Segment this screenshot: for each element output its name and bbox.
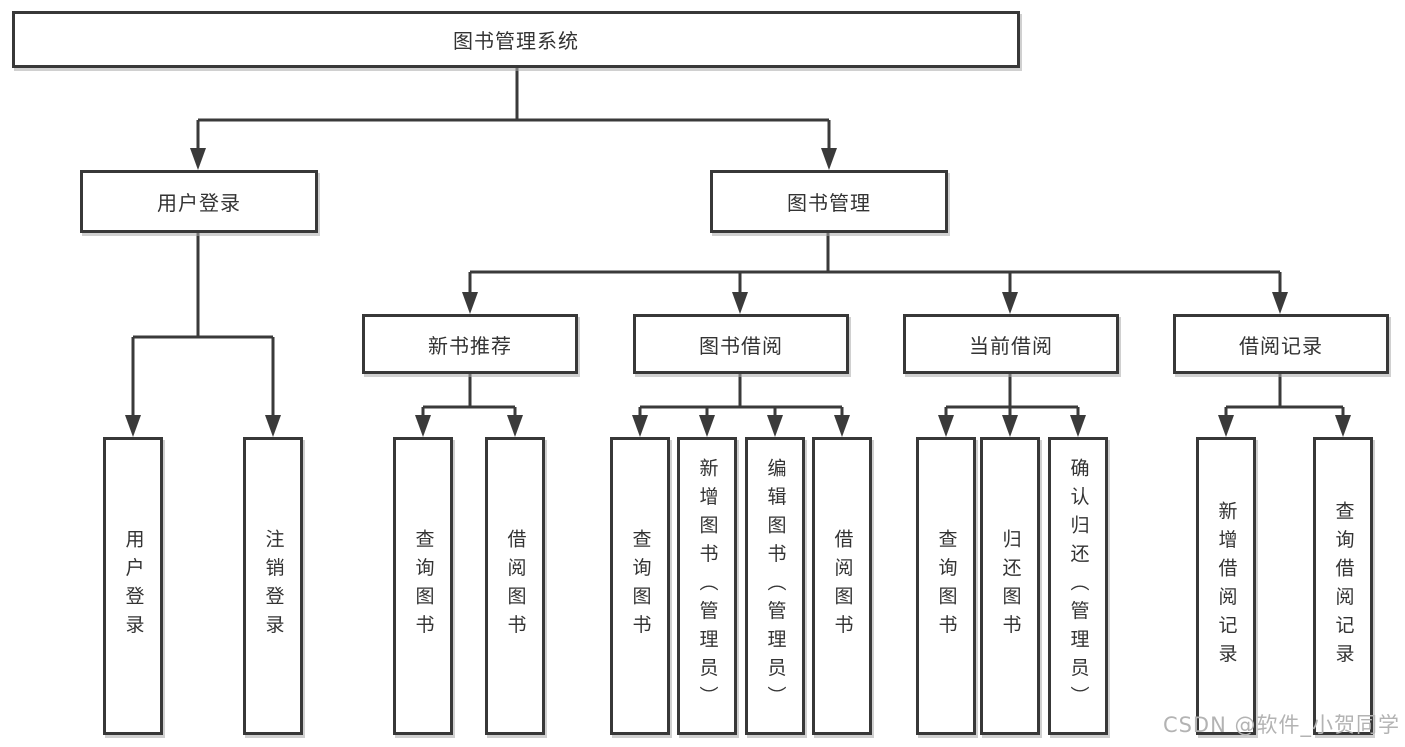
leaf-query-books-borrow: 查询图书 <box>610 437 670 735</box>
node-root: 图书管理系统 <box>12 11 1020 68</box>
leaf-user-login: 用户登录 <box>103 437 163 735</box>
leaf-query-books-recommend: 查询图书 <box>393 437 453 735</box>
node-user-login: 用户登录 <box>80 170 318 233</box>
leaf-add-borrow-record: 新增借阅记录 <box>1196 437 1256 735</box>
leaf-borrow-books-recommend: 借阅图书 <box>485 437 545 735</box>
leaf-query-books-current: 查询图书 <box>916 437 976 735</box>
leaf-return-book: 归还图书 <box>980 437 1040 735</box>
node-current-borrow: 当前借阅 <box>903 314 1119 374</box>
leaf-logout: 注销登录 <box>243 437 303 735</box>
leaf-edit-book-admin: 编辑图书（管理员） <box>745 437 805 735</box>
watermark: CSDN @软件_小贺同学 <box>1162 713 1400 737</box>
leaf-borrow-books: 借阅图书 <box>812 437 872 735</box>
node-borrow-records: 借阅记录 <box>1173 314 1389 374</box>
node-new-book-recommend: 新书推荐 <box>362 314 578 374</box>
leaf-confirm-return-admin: 确认归还（管理员） <box>1048 437 1108 735</box>
node-book-borrow: 图书借阅 <box>633 314 849 374</box>
leaf-query-borrow-record: 查询借阅记录 <box>1313 437 1373 735</box>
node-book-management: 图书管理 <box>710 170 948 233</box>
leaf-add-book-admin: 新增图书（管理员） <box>677 437 737 735</box>
